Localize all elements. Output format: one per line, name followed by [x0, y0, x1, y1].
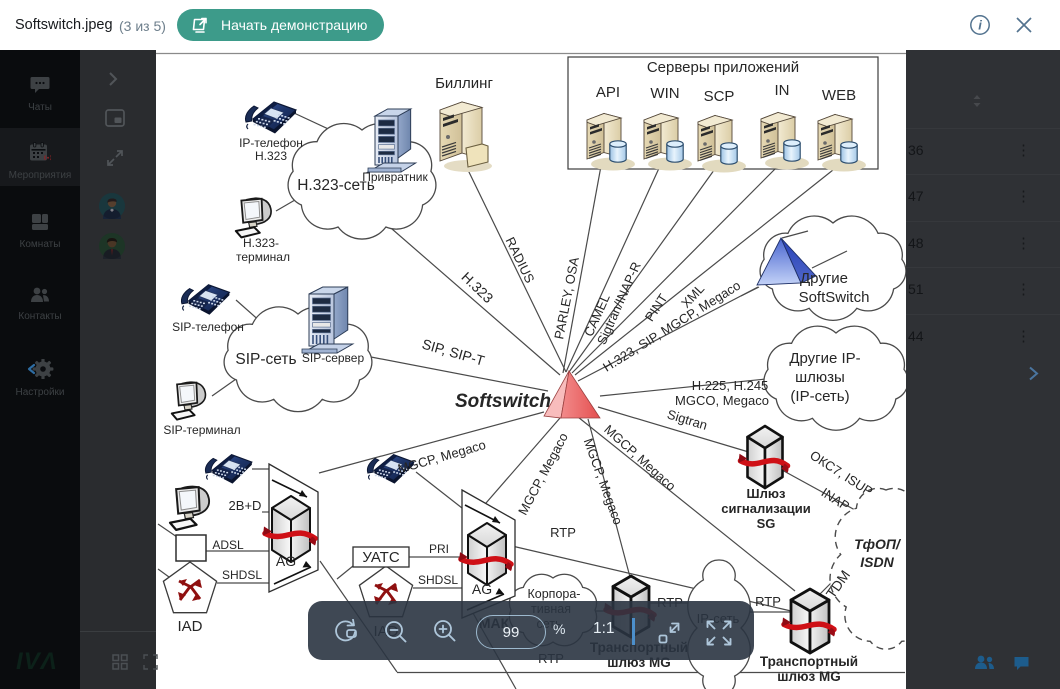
svg-text:SG: SG [757, 516, 776, 531]
svg-text:Другие IP-: Другие IP- [789, 350, 860, 367]
svg-text:Softswitch: Softswitch [455, 391, 551, 412]
svg-text:MGCO, Megaco: MGCO, Megaco [675, 393, 769, 408]
svg-text:PRI: PRI [429, 542, 449, 556]
svg-text:ADSL: ADSL [212, 538, 244, 552]
svg-text:Н.323-сеть: Н.323-сеть [297, 177, 375, 194]
svg-text:AG: AG [472, 581, 492, 597]
svg-text:SIP, SIP-T: SIP, SIP-T [420, 336, 487, 369]
svg-text:SIP-сеть: SIP-сеть [235, 351, 296, 368]
svg-text:API: API [596, 84, 620, 101]
svg-text:УАТС: УАТС [362, 549, 400, 566]
svg-text:ISDN: ISDN [860, 554, 894, 570]
svg-text:шлюзы: шлюзы [795, 369, 845, 386]
svg-text:Биллинг: Биллинг [435, 75, 493, 92]
svg-text:SIP-сервер: SIP-сервер [302, 351, 365, 365]
svg-text:i: i [978, 18, 982, 33]
svg-text:ТфОП/: ТфОП/ [854, 536, 902, 552]
svg-text:INAP: INAP [819, 485, 853, 514]
svg-text:ОКС7, ISUP: ОКС7, ISUP [807, 447, 875, 499]
svg-text:Другие: Другие [800, 270, 848, 287]
svg-text:WEB: WEB [822, 87, 856, 104]
svg-text:Транспортный: Транспортный [760, 654, 858, 669]
svg-text:MGCP, Megaco: MGCP, Megaco [601, 422, 679, 494]
svg-text:SIP-телефон: SIP-телефон [172, 320, 244, 334]
svg-text:Н.323: Н.323 [255, 149, 287, 163]
svg-text:(IP-сеть): (IP-сеть) [790, 388, 849, 405]
svg-text:H.323: H.323 [458, 269, 496, 307]
svg-text:Корпора-: Корпора- [528, 587, 581, 601]
svg-text:PINT: PINT [642, 291, 671, 324]
svg-text:SCP: SCP [704, 88, 735, 105]
svg-text:AG: AG [276, 553, 296, 569]
svg-text:IP-телефон: IP-телефон [239, 136, 303, 150]
svg-text:Привратник: Привратник [362, 170, 428, 184]
svg-text:2B+D: 2B+D [229, 498, 262, 513]
svg-text:IAD: IAD [177, 618, 202, 635]
svg-text:RTP: RTP [755, 594, 781, 609]
svg-text:WIN: WIN [650, 85, 679, 102]
svg-text:SIP-терминал: SIP-терминал [163, 423, 240, 437]
svg-text:шлюз MG: шлюз MG [777, 669, 841, 684]
svg-text:MGCP, Megaco: MGCP, Megaco [515, 430, 571, 517]
svg-text:RTP: RTP [550, 525, 576, 540]
svg-text:Шлюз: Шлюз [747, 486, 786, 501]
svg-text:SHDSL: SHDSL [418, 573, 458, 587]
svg-text:сигнализации: сигнализации [721, 501, 810, 516]
svg-text:SoftSwitch: SoftSwitch [799, 289, 870, 306]
svg-text:SHDSL: SHDSL [222, 568, 262, 582]
svg-text:терминал: терминал [236, 250, 290, 264]
svg-text:Серверы приложений: Серверы приложений [647, 59, 799, 76]
svg-text:IN: IN [775, 82, 790, 99]
svg-text:MGCP, Megaco: MGCP, Megaco [396, 437, 487, 476]
svg-text:H.225, H.245: H.225, H.245 [692, 378, 769, 393]
svg-text:Н.323-: Н.323- [243, 236, 279, 250]
